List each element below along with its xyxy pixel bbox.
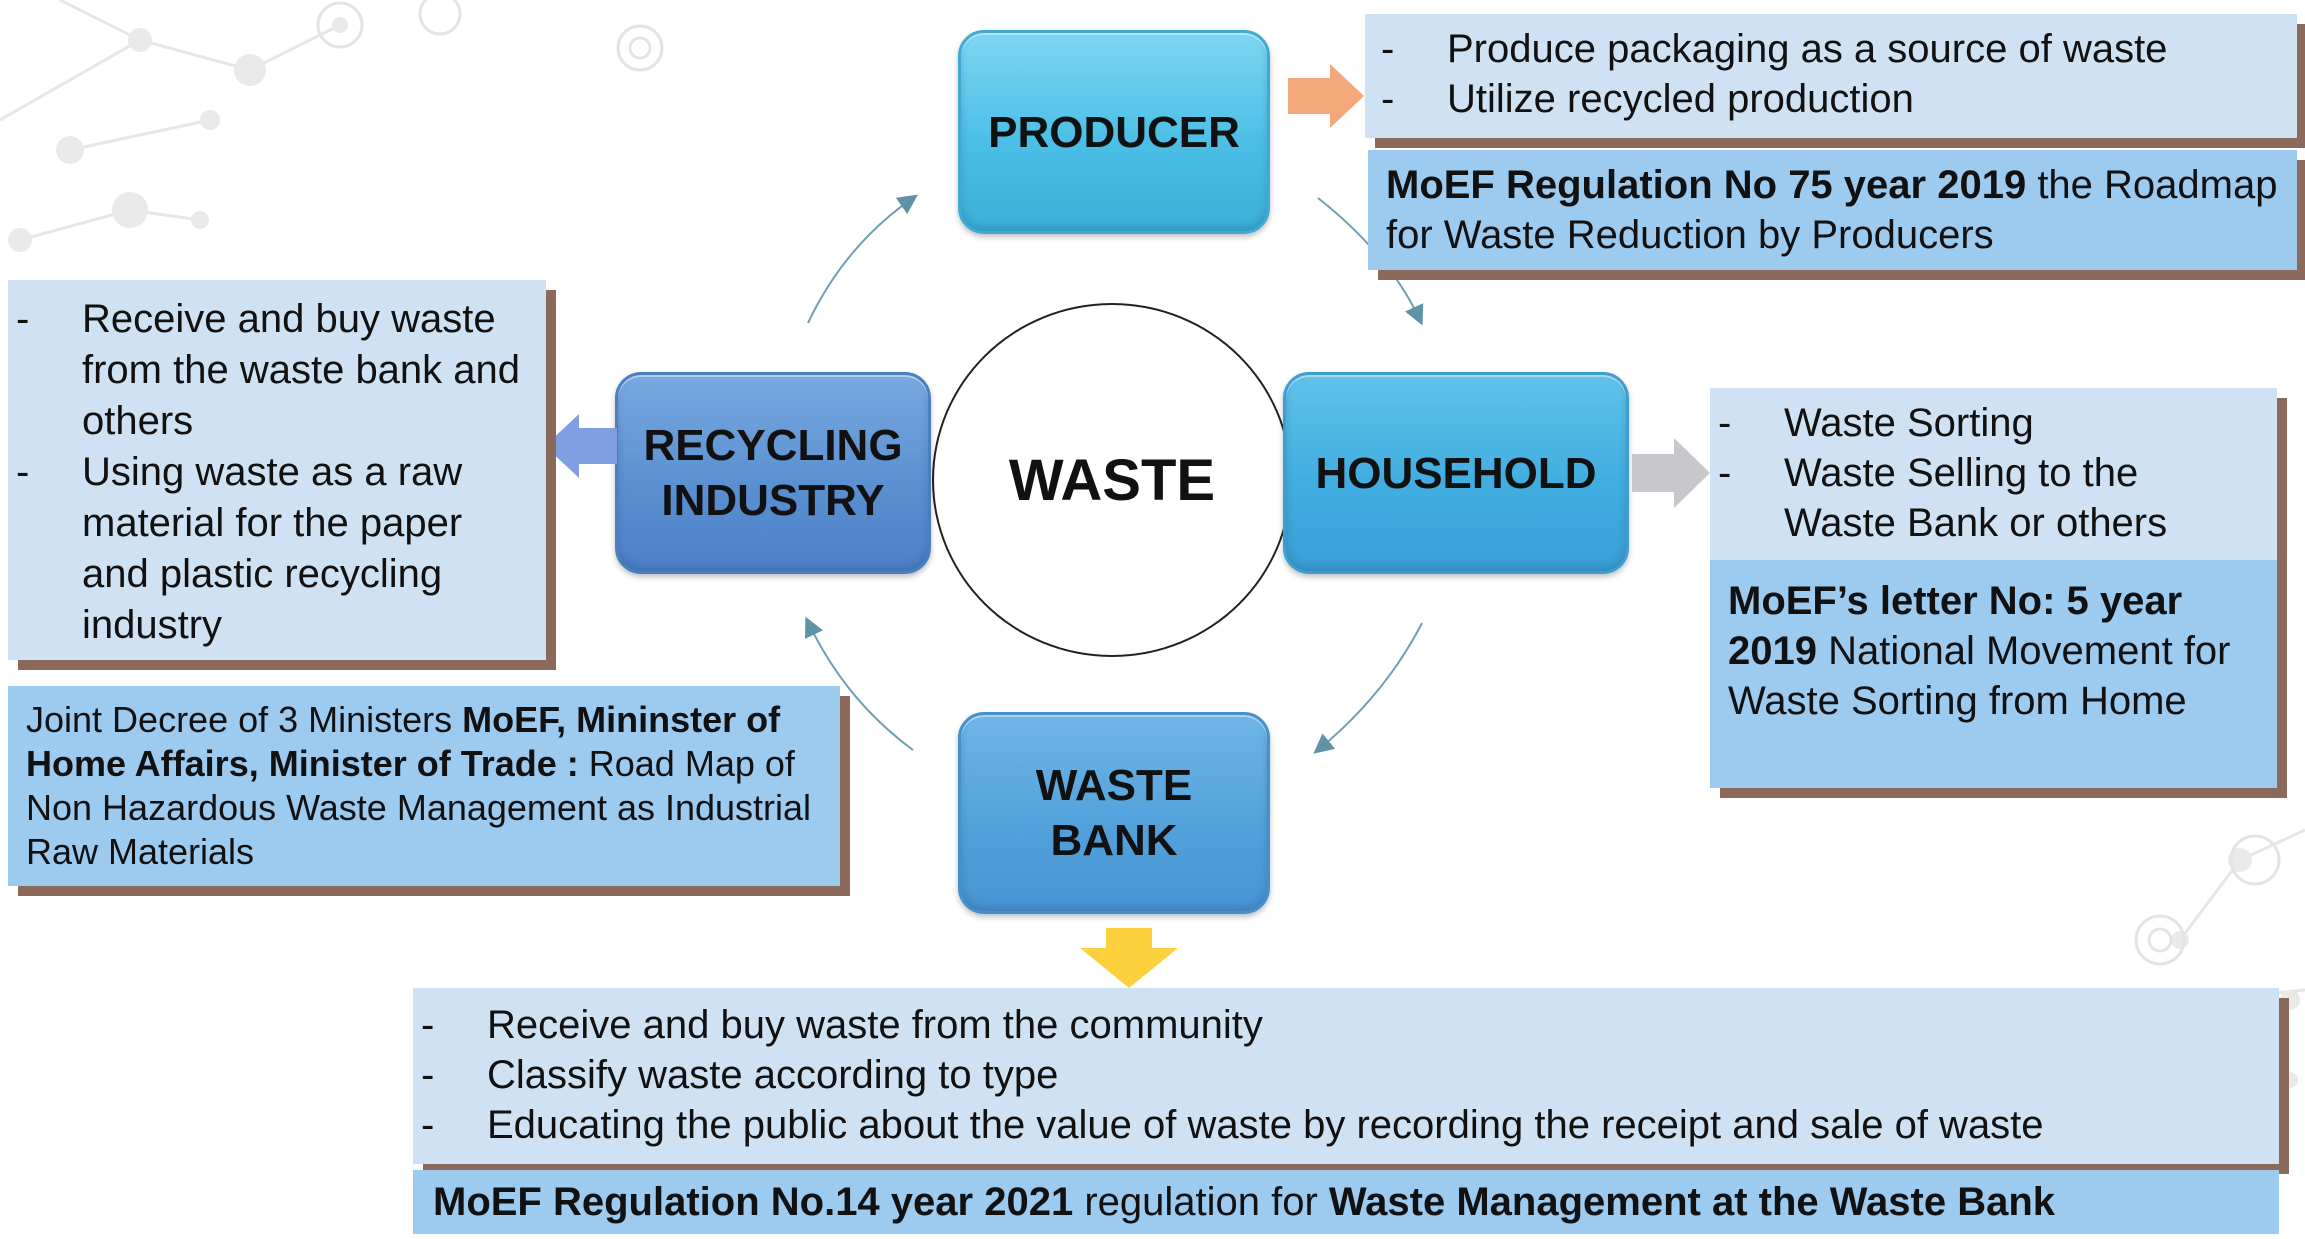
household-regulation-title: MoEF’s letter No: 5 year 2019 — [1728, 579, 2183, 673]
recycling-bullet: Using waste as a raw material for the pa… — [8, 447, 528, 651]
producer-right-arrow — [1288, 64, 1364, 128]
bank-label-line2: BANK — [1050, 816, 1178, 865]
recycling-bullet: Receive and buy waste from the waste ban… — [8, 294, 528, 447]
bank-regulation-title: MoEF Regulation No.14 year 2021 — [433, 1180, 1074, 1224]
bank-bullet: Receive and buy waste from the community — [413, 1000, 2259, 1050]
household-activities-box: Waste Sorting Waste Selling to the Waste… — [1710, 388, 2277, 560]
bank-bullet: Educating the public about the value of … — [413, 1100, 2259, 1150]
recycling-industry-node: RECYCLING INDUSTRY — [615, 372, 931, 574]
waste-bank-node: WASTE BANK — [958, 712, 1270, 914]
waste-center-circle: WASTE — [932, 303, 1292, 657]
decree-text: Road Map of Non Hazardous Waste Manageme… — [26, 743, 812, 872]
decree-ministers: MoEF, Mininster of Home Affairs, Ministe… — [26, 699, 781, 784]
producer-node: PRODUCER — [958, 30, 1270, 234]
bank-activities-box: Receive and buy waste from the community… — [413, 988, 2279, 1164]
arrow-recycling-to-producer — [807, 194, 918, 324]
household-label: HOUSEHOLD — [1315, 448, 1597, 498]
bank-bullet: Classify waste according to type — [413, 1050, 2259, 1100]
household-bullet: Waste Selling to the Waste Bank or other… — [1710, 448, 2261, 548]
household-right-arrow — [1632, 438, 1710, 508]
recycling-label-line2: INDUSTRY — [661, 476, 885, 525]
bank-label-line1: WASTE — [1035, 761, 1193, 810]
producer-regulation-title: MoEF Regulation No 75 year 2019 — [1386, 163, 2027, 207]
decree-prefix: Joint Decree of 3 Ministers — [26, 699, 463, 740]
bank-regulation-subject: Waste Management at the Waste Bank — [1328, 1180, 2055, 1224]
household-regulation-text: National Movement for Waste Sorting from… — [1728, 629, 2231, 723]
recycling-left-arrow — [545, 414, 617, 478]
waste-center-label: WASTE — [1008, 447, 1216, 513]
producer-bullet: Produce packaging as a source of waste — [1373, 24, 2277, 74]
producer-regulation-box: MoEF Regulation No 75 year 2019 the Road… — [1368, 150, 2297, 270]
producer-bullet: Utilize recycled production — [1373, 74, 2277, 124]
household-bullet: Waste Sorting — [1710, 398, 2261, 448]
bank-regulation-box: MoEF Regulation No.14 year 2021 regulati… — [413, 1170, 2279, 1234]
household-regulation-box: MoEF’s letter No: 5 year 2019 National M… — [1710, 560, 2277, 788]
arrow-household-to-bank — [1313, 622, 1423, 754]
arrow-bank-to-recycling — [804, 616, 914, 751]
producer-label: PRODUCER — [988, 107, 1240, 157]
household-node: HOUSEHOLD — [1283, 372, 1629, 574]
recycling-activities-box: Receive and buy waste from the waste ban… — [8, 280, 546, 660]
recycling-decree-box: Joint Decree of 3 Ministers MoEF, Minins… — [8, 686, 840, 886]
producer-activities-box: Produce packaging as a source of waste U… — [1365, 14, 2297, 138]
bank-down-arrow — [1080, 928, 1178, 988]
bank-regulation-mid: regulation for — [1073, 1180, 1329, 1224]
recycling-label-line1: RECYCLING — [643, 421, 903, 470]
producer-regulation-text: the Roadmap for Waste Reduction by Produ… — [1386, 163, 2278, 257]
